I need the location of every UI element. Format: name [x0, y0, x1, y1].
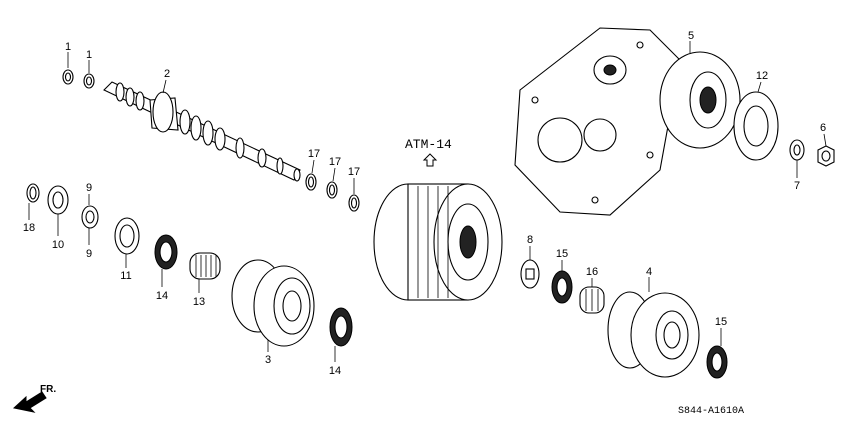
conical-washer[interactable]: [789, 139, 805, 161]
clutch-assembly[interactable]: [373, 183, 503, 301]
lock-nut[interactable]: [817, 145, 835, 167]
thrust-washer[interactable]: [326, 181, 338, 199]
end-cover-housing[interactable]: [514, 27, 681, 216]
thrust-washer-14[interactable]: [154, 234, 178, 270]
callout-14: 14: [329, 365, 341, 377]
callout-1: 1: [65, 41, 71, 53]
callout-10: 10: [52, 239, 64, 251]
reference-block: ATM-14: [405, 137, 452, 167]
up-arrow-icon: [422, 153, 438, 167]
callout-8: 8: [527, 234, 533, 246]
drawing-code: S844-A1610A: [678, 406, 744, 417]
reference-label: ATM-14: [405, 137, 452, 152]
thrust-washer[interactable]: [305, 173, 317, 191]
snap-ring[interactable]: [26, 183, 40, 203]
callout-14: 14: [156, 290, 168, 302]
callout-1: 1: [86, 49, 92, 61]
mainshaft[interactable]: [103, 81, 301, 182]
callout-3: 3: [265, 354, 271, 366]
callout-16: 16: [586, 266, 598, 278]
front-label: FR.: [40, 384, 56, 395]
ball-bearing[interactable]: [733, 91, 779, 161]
thrust-washer-15[interactable]: [706, 345, 728, 379]
front-direction-indicator: FR.: [12, 384, 56, 413]
callout-13: 13: [193, 296, 205, 308]
thrust-washer-14[interactable]: [329, 307, 353, 347]
callout-11: 11: [120, 270, 131, 282]
callout-17: 17: [308, 148, 320, 160]
thrust-washer-15[interactable]: [551, 270, 573, 304]
callout-18: 18: [23, 222, 35, 234]
ball-bearing[interactable]: [114, 217, 140, 255]
mainshaft-gear[interactable]: [231, 259, 315, 347]
callout-9: 9: [86, 248, 92, 260]
splined-washer[interactable]: [520, 259, 540, 289]
callout-17: 17: [348, 166, 360, 178]
needle-bearing[interactable]: [579, 286, 605, 314]
callout-2: 2: [164, 68, 170, 80]
callout-4: 4: [646, 266, 652, 278]
callout-5: 5: [688, 30, 694, 42]
front-arrow-icon: [12, 391, 47, 413]
callouts: 1 1 2 3 4 5 6 7 8 9 9 10 11 12 13 14 14 …: [23, 30, 826, 377]
callout-6: 6: [820, 122, 826, 134]
seal-ring[interactable]: [62, 69, 74, 85]
needle-bearing[interactable]: [189, 252, 221, 280]
washer[interactable]: [81, 205, 99, 229]
park-gear[interactable]: [659, 51, 741, 149]
callout-9: 9: [86, 182, 92, 194]
leader-lines: [28, 41, 827, 362]
callout-15: 15: [715, 316, 727, 328]
callout-7: 7: [794, 180, 800, 192]
seal-ring[interactable]: [83, 73, 95, 89]
oil-seal[interactable]: [47, 185, 69, 215]
callout-17: 17: [329, 156, 341, 168]
thrust-washer[interactable]: [348, 194, 360, 212]
callout-12: 12: [756, 70, 768, 82]
fourth-gear[interactable]: [607, 291, 700, 378]
callout-15: 15: [556, 248, 568, 260]
